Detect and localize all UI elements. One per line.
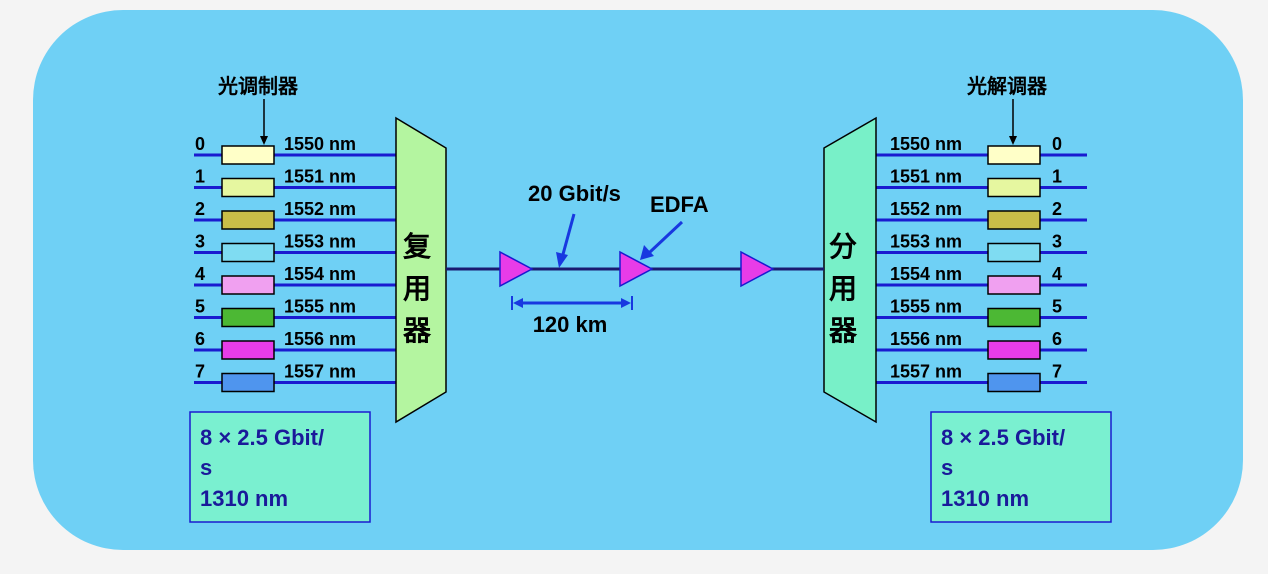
tx-modulator-3 bbox=[221, 242, 275, 263]
tx-channel-index-1: 1 bbox=[195, 167, 205, 187]
tx-wavelength-0: 1550 nm bbox=[284, 134, 356, 154]
demux-char-3: 器 bbox=[828, 314, 858, 347]
tx-wavelength-2: 1552 nm bbox=[284, 199, 356, 219]
rx-demodulator-2 bbox=[987, 210, 1041, 230]
mux-char-3: 器 bbox=[402, 314, 432, 347]
rx-channel-index-7: 7 bbox=[1052, 362, 1062, 382]
right-spec-line-2: s bbox=[941, 455, 953, 480]
rx-channel-index-3: 3 bbox=[1052, 232, 1062, 252]
receiver-channels: 1550 nm 0 1551 nm 1 1552 nm 2 1553 nm 3 1554 nm 4… bbox=[874, 134, 1087, 393]
rx-channel-index-1: 1 bbox=[1052, 167, 1062, 187]
amplifier-1 bbox=[499, 250, 534, 288]
tx-modulator-1 bbox=[221, 177, 275, 198]
demux-char-2: 用 bbox=[829, 272, 857, 305]
demodulator-label: 光解调器 bbox=[966, 74, 1048, 98]
right-spec-line-3: 1310 nm bbox=[941, 486, 1029, 511]
rx-demodulator-1 bbox=[987, 177, 1041, 198]
rx-wavelength-4: 1554 nm bbox=[890, 264, 962, 284]
bitrate-arrow-head bbox=[556, 252, 568, 268]
tx-modulator-6 bbox=[221, 340, 275, 360]
rx-demodulator-7 bbox=[987, 372, 1041, 393]
modulator-label: 光调制器 bbox=[217, 74, 299, 98]
demultiplexer bbox=[823, 116, 877, 424]
rx-demodulator-3 bbox=[987, 242, 1041, 263]
rx-wavelength-2: 1552 nm bbox=[890, 199, 962, 219]
tx-channel-index-3: 3 bbox=[195, 232, 205, 252]
rx-demodulator-0 bbox=[987, 145, 1041, 165]
rx-channel-index-4: 4 bbox=[1052, 264, 1062, 284]
multiplexer bbox=[395, 116, 447, 424]
mux-char-1: 复 bbox=[403, 230, 431, 263]
right-spec-box bbox=[930, 411, 1112, 523]
edfa-arrow bbox=[648, 220, 684, 254]
rx-channel-index-2: 2 bbox=[1052, 199, 1062, 219]
left-spec-line-2: s bbox=[200, 455, 212, 480]
tx-modulator-0 bbox=[221, 145, 275, 165]
tx-wavelength-5: 1555 nm bbox=[284, 297, 356, 317]
tx-wavelength-7: 1557 nm bbox=[284, 362, 356, 382]
rx-wavelength-5: 1555 nm bbox=[890, 297, 962, 317]
rx-demodulator-5 bbox=[987, 307, 1041, 328]
right-spec-line-1: 8 × 2.5 Gbit/ bbox=[941, 425, 1065, 450]
tx-wavelength-6: 1556 nm bbox=[284, 329, 356, 349]
rx-wavelength-1: 1551 nm bbox=[890, 167, 962, 187]
tx-modulator-5 bbox=[221, 307, 275, 328]
rx-channel-index-6: 6 bbox=[1052, 329, 1062, 349]
transmitter-channels: 0 1550 nm 1 1551 nm 2 1552 nm 3 1553 nm 4 1554 nm… bbox=[194, 134, 398, 393]
demodulator-pointer-head bbox=[1009, 136, 1017, 145]
modulator-pointer-head bbox=[260, 136, 268, 145]
bitrate-arrow bbox=[560, 213, 576, 259]
edfa-label: EDFA bbox=[650, 192, 709, 217]
rx-channel-index-0: 0 bbox=[1052, 134, 1062, 154]
tx-channel-index-0: 0 bbox=[195, 134, 205, 154]
tx-modulator-2 bbox=[221, 210, 275, 230]
tx-wavelength-3: 1553 nm bbox=[284, 232, 356, 252]
amplifier-3 bbox=[740, 250, 775, 288]
span-arrow-right bbox=[621, 298, 631, 308]
tx-channel-index-6: 6 bbox=[195, 329, 205, 349]
amplifier-2 bbox=[619, 250, 654, 288]
rx-channel-index-5: 5 bbox=[1052, 297, 1062, 317]
left-spec-line-3: 1310 nm bbox=[200, 486, 288, 511]
tx-channel-index-4: 4 bbox=[195, 264, 205, 284]
tx-channel-index-2: 2 bbox=[195, 199, 205, 219]
tx-modulator-4 bbox=[221, 275, 275, 295]
rx-demodulator-4 bbox=[987, 275, 1041, 295]
mux-char-2: 用 bbox=[403, 272, 431, 305]
rx-wavelength-3: 1553 nm bbox=[890, 232, 962, 252]
span-label: 120 km bbox=[533, 312, 608, 337]
rx-wavelength-6: 1556 nm bbox=[890, 329, 962, 349]
left-spec-box bbox=[189, 411, 371, 523]
tx-channel-index-5: 5 bbox=[195, 297, 205, 317]
bitrate-label: 20 Gbit/s bbox=[528, 181, 621, 206]
tx-wavelength-4: 1554 nm bbox=[284, 264, 356, 284]
edfa-arrow-head bbox=[640, 245, 654, 260]
left-spec-line-1: 8 × 2.5 Gbit/ bbox=[200, 425, 324, 450]
span-arrow-left bbox=[513, 298, 523, 308]
tx-channel-index-7: 7 bbox=[195, 362, 205, 382]
rx-wavelength-0: 1550 nm bbox=[890, 134, 962, 154]
rx-wavelength-7: 1557 nm bbox=[890, 362, 962, 382]
demux-char-1: 分 bbox=[829, 230, 857, 263]
tx-wavelength-1: 1551 nm bbox=[284, 167, 356, 187]
rx-demodulator-6 bbox=[987, 340, 1041, 360]
tx-modulator-7 bbox=[221, 372, 275, 393]
